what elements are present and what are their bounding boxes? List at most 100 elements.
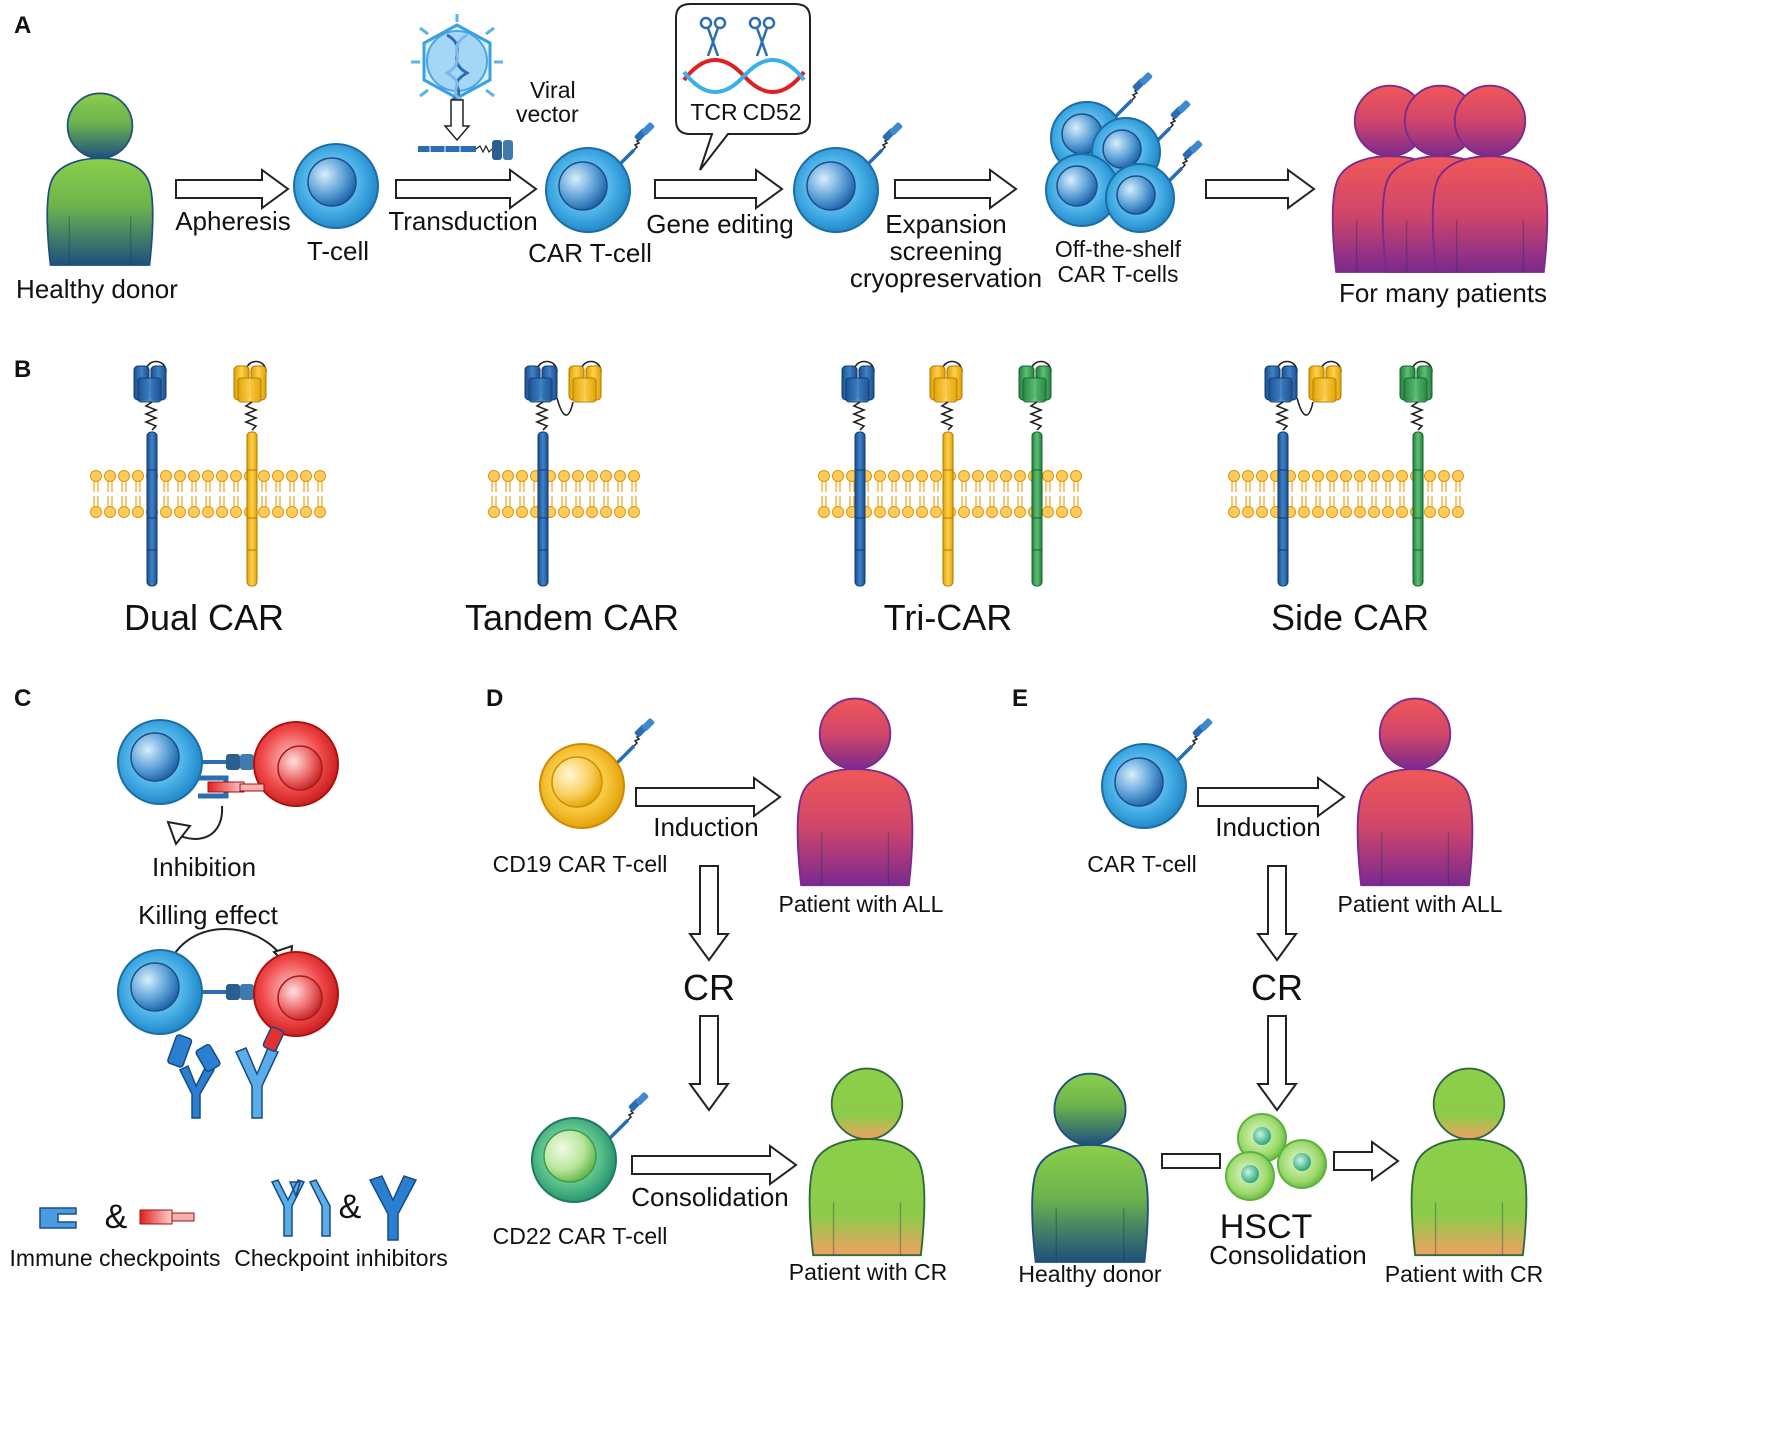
consolidation-label-d: Consolidation	[631, 1182, 789, 1212]
checkpoint-inhibitors-label: Checkpoint inhibitors	[234, 1245, 448, 1271]
panel-d-letter: D	[486, 685, 503, 712]
dual-car-blue-receptor	[133, 360, 167, 587]
arrow-induction-e	[1197, 776, 1346, 818]
car-t-cell-label-e: CAR T-cell	[1087, 851, 1197, 877]
arrow-consolidation-d	[631, 1144, 798, 1186]
cr-label-d: CR	[683, 967, 735, 1008]
patient-with-all-icon-d	[796, 697, 914, 887]
transduction-label: Transduction	[388, 206, 537, 236]
panel-a: A Healthy donor Apheresis T-cell	[14, 3, 1549, 308]
arrow-to-patients	[1205, 168, 1316, 210]
cd52-label: CD52	[743, 99, 802, 125]
tri-car-green-receptor	[1018, 360, 1052, 587]
panel-c: C Inhibition Killing effect	[10, 685, 448, 1271]
expansion-label-2: screening	[890, 236, 1003, 266]
side-car-tandem-receptor	[1264, 360, 1342, 587]
induction-label-e: Induction	[1215, 812, 1321, 842]
dual-car-label: Dual CAR	[124, 597, 284, 638]
inhibition-interaction-icon	[117, 719, 339, 847]
immune-checkpoint-legend-icon	[39, 1207, 195, 1229]
off-shelf-label-1: Off-the-shelf	[1055, 236, 1182, 262]
panel-b-letter: B	[14, 356, 31, 383]
ampersand-2: &	[339, 1188, 362, 1226]
scissors-icon-2	[748, 16, 776, 57]
many-patients-icon	[1331, 84, 1549, 273]
checkpoint-inhibitor-antibody-1	[167, 1034, 221, 1119]
expansion-label-3: cryopreservation	[850, 263, 1042, 293]
panel-a-letter: A	[14, 12, 31, 39]
arrow-down-e-1	[1256, 865, 1298, 962]
hsct-label: HSCT	[1220, 1208, 1313, 1246]
patient-with-cr-label-e: Patient with CR	[1385, 1261, 1544, 1287]
tcr-label: TCR	[690, 99, 737, 125]
ampersand-1: &	[105, 1198, 128, 1236]
dna-strand-blue	[682, 58, 806, 94]
cr-label-e: CR	[1251, 967, 1303, 1008]
killing-effect-interaction-icon	[117, 928, 339, 1119]
tri-car-label: Tri-CAR	[884, 597, 1013, 638]
healthy-donor-label-e: Healthy donor	[1018, 1261, 1162, 1287]
off-the-shelf-cells-icon	[1045, 69, 1205, 233]
arrow-down-e-2	[1256, 1015, 1298, 1112]
cd22-car-t-cell-label: CD22 CAR T-cell	[493, 1223, 668, 1249]
edited-car-t-cell-icon	[793, 119, 905, 233]
arrow-gene-editing	[654, 168, 784, 210]
for-many-patients-label: For many patients	[1339, 278, 1547, 308]
panel-e-letter: E	[1012, 685, 1028, 712]
dual-car-yellow-receptor	[233, 360, 267, 587]
killing-effect-label: Killing effect	[138, 900, 278, 930]
car-t-cell-icon	[545, 119, 657, 233]
cd19-car-t-cell-icon	[539, 715, 657, 829]
cd19-car-t-cell-label: CD19 CAR T-cell	[493, 851, 668, 877]
arrow-expansion	[894, 168, 1018, 210]
healthy-donor-person-icon	[46, 92, 154, 266]
panel-c-letter: C	[14, 685, 31, 712]
hsct-stem-cells-icon	[1225, 1113, 1327, 1201]
apheresis-label: Apheresis	[175, 206, 291, 236]
off-shelf-label-2: CAR T-cells	[1058, 261, 1179, 287]
healthy-donor-label: Healthy donor	[16, 274, 178, 304]
arrow-induction-d	[635, 776, 782, 818]
side-car-green-receptor	[1399, 360, 1433, 587]
patient-with-all-icon-e	[1356, 697, 1474, 887]
viral-vector-icon	[411, 14, 513, 160]
tandem-car-label: Tandem CAR	[465, 597, 679, 638]
arrow-down-d-2	[688, 1015, 730, 1112]
immune-checkpoints-label: Immune checkpoints	[10, 1245, 221, 1271]
tri-car-blue-receptor	[841, 360, 875, 587]
panel-d: D CD19 CAR T-cell Induction Patient with…	[486, 685, 947, 1285]
induction-label-d: Induction	[653, 812, 759, 842]
car-t-cell-label: CAR T-cell	[528, 238, 652, 268]
consolidation-label-e: Consolidation	[1209, 1240, 1367, 1270]
side-car-label: Side CAR	[1271, 597, 1429, 638]
viral-vector-label-2: vector	[516, 101, 579, 127]
gene-editing-label: Gene editing	[646, 209, 793, 239]
scissors-icon	[699, 16, 727, 57]
patient-with-cr-icon-d	[808, 1067, 926, 1257]
patient-with-all-label-d: Patient with ALL	[779, 891, 944, 917]
panel-b: B Dual CAR Tandem CAR Tri-CAR Side CAR	[14, 356, 1464, 638]
gene-editing-bubble: TCR CD52	[675, 3, 811, 171]
tri-car-yellow-receptor	[929, 360, 963, 587]
patient-with-cr-label-d: Patient with CR	[789, 1259, 948, 1285]
healthy-donor-person-icon-e	[1031, 1072, 1149, 1263]
t-cell-icon	[293, 143, 379, 229]
arrow-down-d-1	[688, 865, 730, 962]
inhibition-label: Inhibition	[152, 852, 256, 882]
arrow-hsct-to-patient	[1333, 1140, 1400, 1182]
cd22-car-t-cell-icon	[531, 1089, 651, 1203]
membrane-side-car	[1228, 470, 1464, 518]
checkpoint-inhibitor-legend-icon	[270, 1175, 418, 1241]
car-t-cell-icon-e	[1101, 715, 1215, 829]
membrane-dual-car	[90, 470, 326, 518]
arrow-transduction	[395, 168, 538, 210]
patient-with-all-label-e: Patient with ALL	[1338, 891, 1503, 917]
arrow-apheresis	[175, 168, 290, 210]
patient-with-cr-icon-e	[1410, 1067, 1528, 1257]
viral-vector-label-1: Viral	[530, 77, 576, 103]
membrane-tandem-car	[488, 470, 640, 518]
t-cell-label: T-cell	[307, 236, 369, 266]
tandem-car-receptor	[524, 360, 602, 587]
expansion-label-1: Expansion	[885, 209, 1006, 239]
